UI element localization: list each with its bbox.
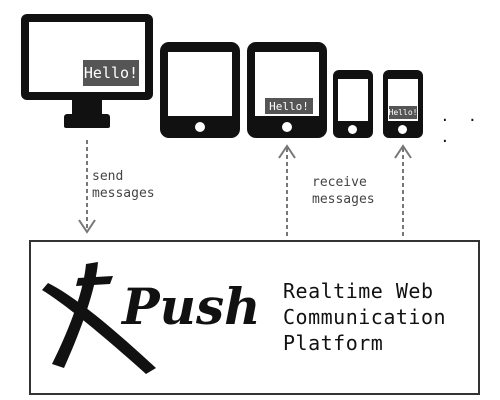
monitor-stand [64, 114, 110, 128]
tablet-screen: Hello! [255, 52, 319, 116]
send-messages-label: send messages [92, 168, 155, 202]
phone-device-receiving: Hello! [383, 70, 423, 138]
phone-hello-message: Hello! [388, 106, 418, 119]
tagline-line1: Realtime Web [283, 279, 434, 303]
home-button-icon [398, 125, 407, 134]
tablet-device [160, 42, 240, 138]
receive-label-line1: receive [312, 175, 367, 190]
phone-screen [338, 79, 368, 121]
home-button-icon [282, 122, 292, 132]
receive-arrow-icon [278, 144, 296, 236]
send-arrow-icon [78, 140, 96, 234]
home-button-icon [195, 122, 205, 132]
tablet-device-receiving: Hello! [247, 42, 327, 138]
send-label-line1: send [92, 169, 124, 184]
monitor-hello-message: Hello! [83, 60, 139, 86]
monitor-device: Hello! [21, 14, 153, 100]
receive-label-line2: messages [312, 192, 375, 207]
platform-tagline: Realtime Web Communication Platform [283, 278, 488, 356]
home-button-icon [348, 125, 357, 134]
logo-wordmark: Push [120, 277, 260, 336]
phone-device [333, 70, 373, 138]
receive-messages-label: receive messages [312, 174, 375, 208]
xpush-logo: Push [42, 262, 260, 374]
send-label-line2: messages [92, 186, 155, 201]
tablet-hello-message: Hello! [265, 98, 313, 114]
tablet-screen [168, 52, 232, 116]
monitor-screen: Hello! [29, 22, 145, 92]
monitor-neck [72, 100, 102, 114]
tagline-line2: Communication [283, 305, 447, 329]
phone-screen: Hello! [388, 79, 418, 121]
tagline-line3: Platform [283, 331, 384, 355]
xpush-platform-box [29, 240, 480, 395]
receive-arrow-icon [394, 144, 412, 236]
more-devices-ellipsis: · · · [442, 110, 484, 152]
